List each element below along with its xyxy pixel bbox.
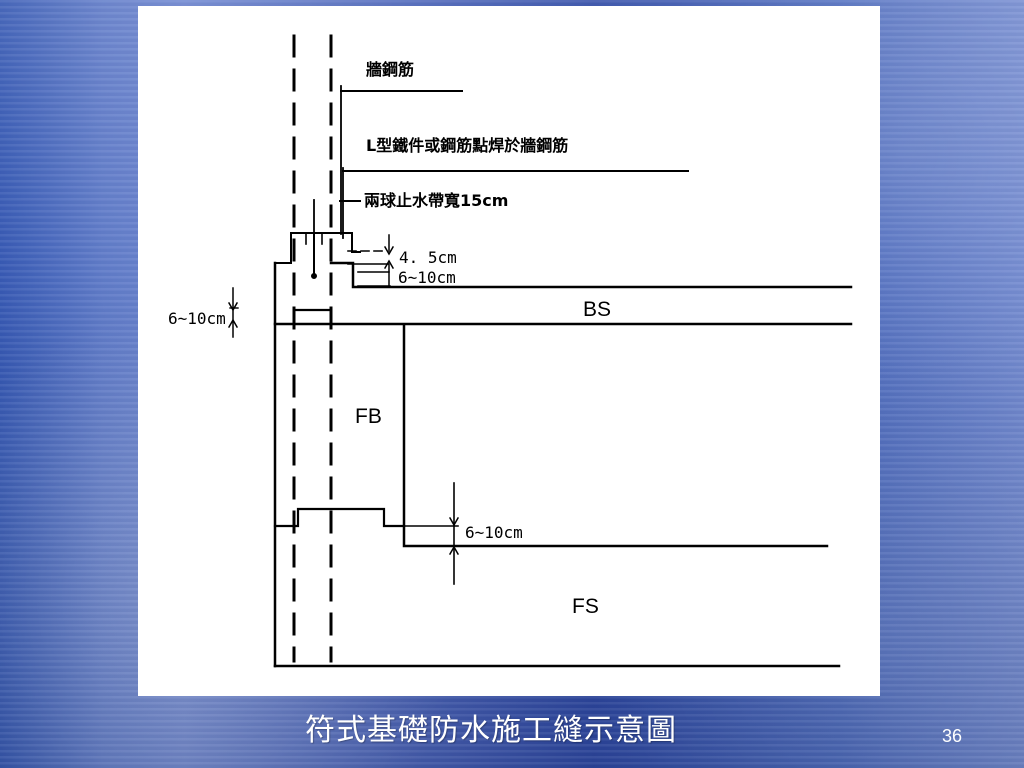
dim-610-small-label: 6~10cm	[398, 268, 456, 287]
bs-label: BS	[583, 298, 612, 321]
dim-45-arrowhead-top	[383, 245, 395, 256]
slide-caption: 符式基礎防水施工縫示意圖	[305, 713, 677, 748]
dim-610-left-arrowhead-bottom	[227, 318, 239, 329]
fb-fs-step-outline	[402, 324, 829, 548]
dim-610-left-arrowhead-top	[227, 301, 239, 312]
dim-45-arrowhead-bottom	[383, 259, 395, 270]
diagram-panel: 牆鋼筋 L型鐵件或鋼筋點焊於牆鋼筋 兩球止水帶寬15cm 4. 5cm 6~10…	[138, 6, 880, 696]
fb-label: FB	[355, 405, 382, 428]
fs-label: FS	[572, 595, 599, 618]
page-number: 36	[941, 726, 962, 746]
top-waterstop-outline	[290, 232, 361, 253]
wall-rebar-label: 牆鋼筋	[366, 60, 415, 79]
construction-joint-diagram	[227, 34, 853, 668]
bs-top-step-line	[329, 261, 853, 289]
l-shape-weld-label: L型鐵件或鋼筋點焊於牆鋼筋	[366, 136, 569, 155]
dim-610-bottom-label: 6~10cm	[465, 523, 523, 542]
dim-610-bottom-arrowhead-bottom	[448, 545, 460, 556]
lower-wall-key-outline	[273, 507, 406, 528]
left-top-joint-outline	[274, 232, 292, 264]
waterstop-center-dot	[311, 273, 317, 279]
waterstop-width-label: 兩球止水帶寬15cm	[364, 191, 509, 210]
upper-wall-key-outline	[292, 308, 333, 326]
dim-610-bottom-arrowhead-top	[448, 516, 460, 527]
dim-610-left-label: 6~10cm	[168, 309, 226, 328]
dim-45-label: 4. 5cm	[399, 248, 457, 267]
